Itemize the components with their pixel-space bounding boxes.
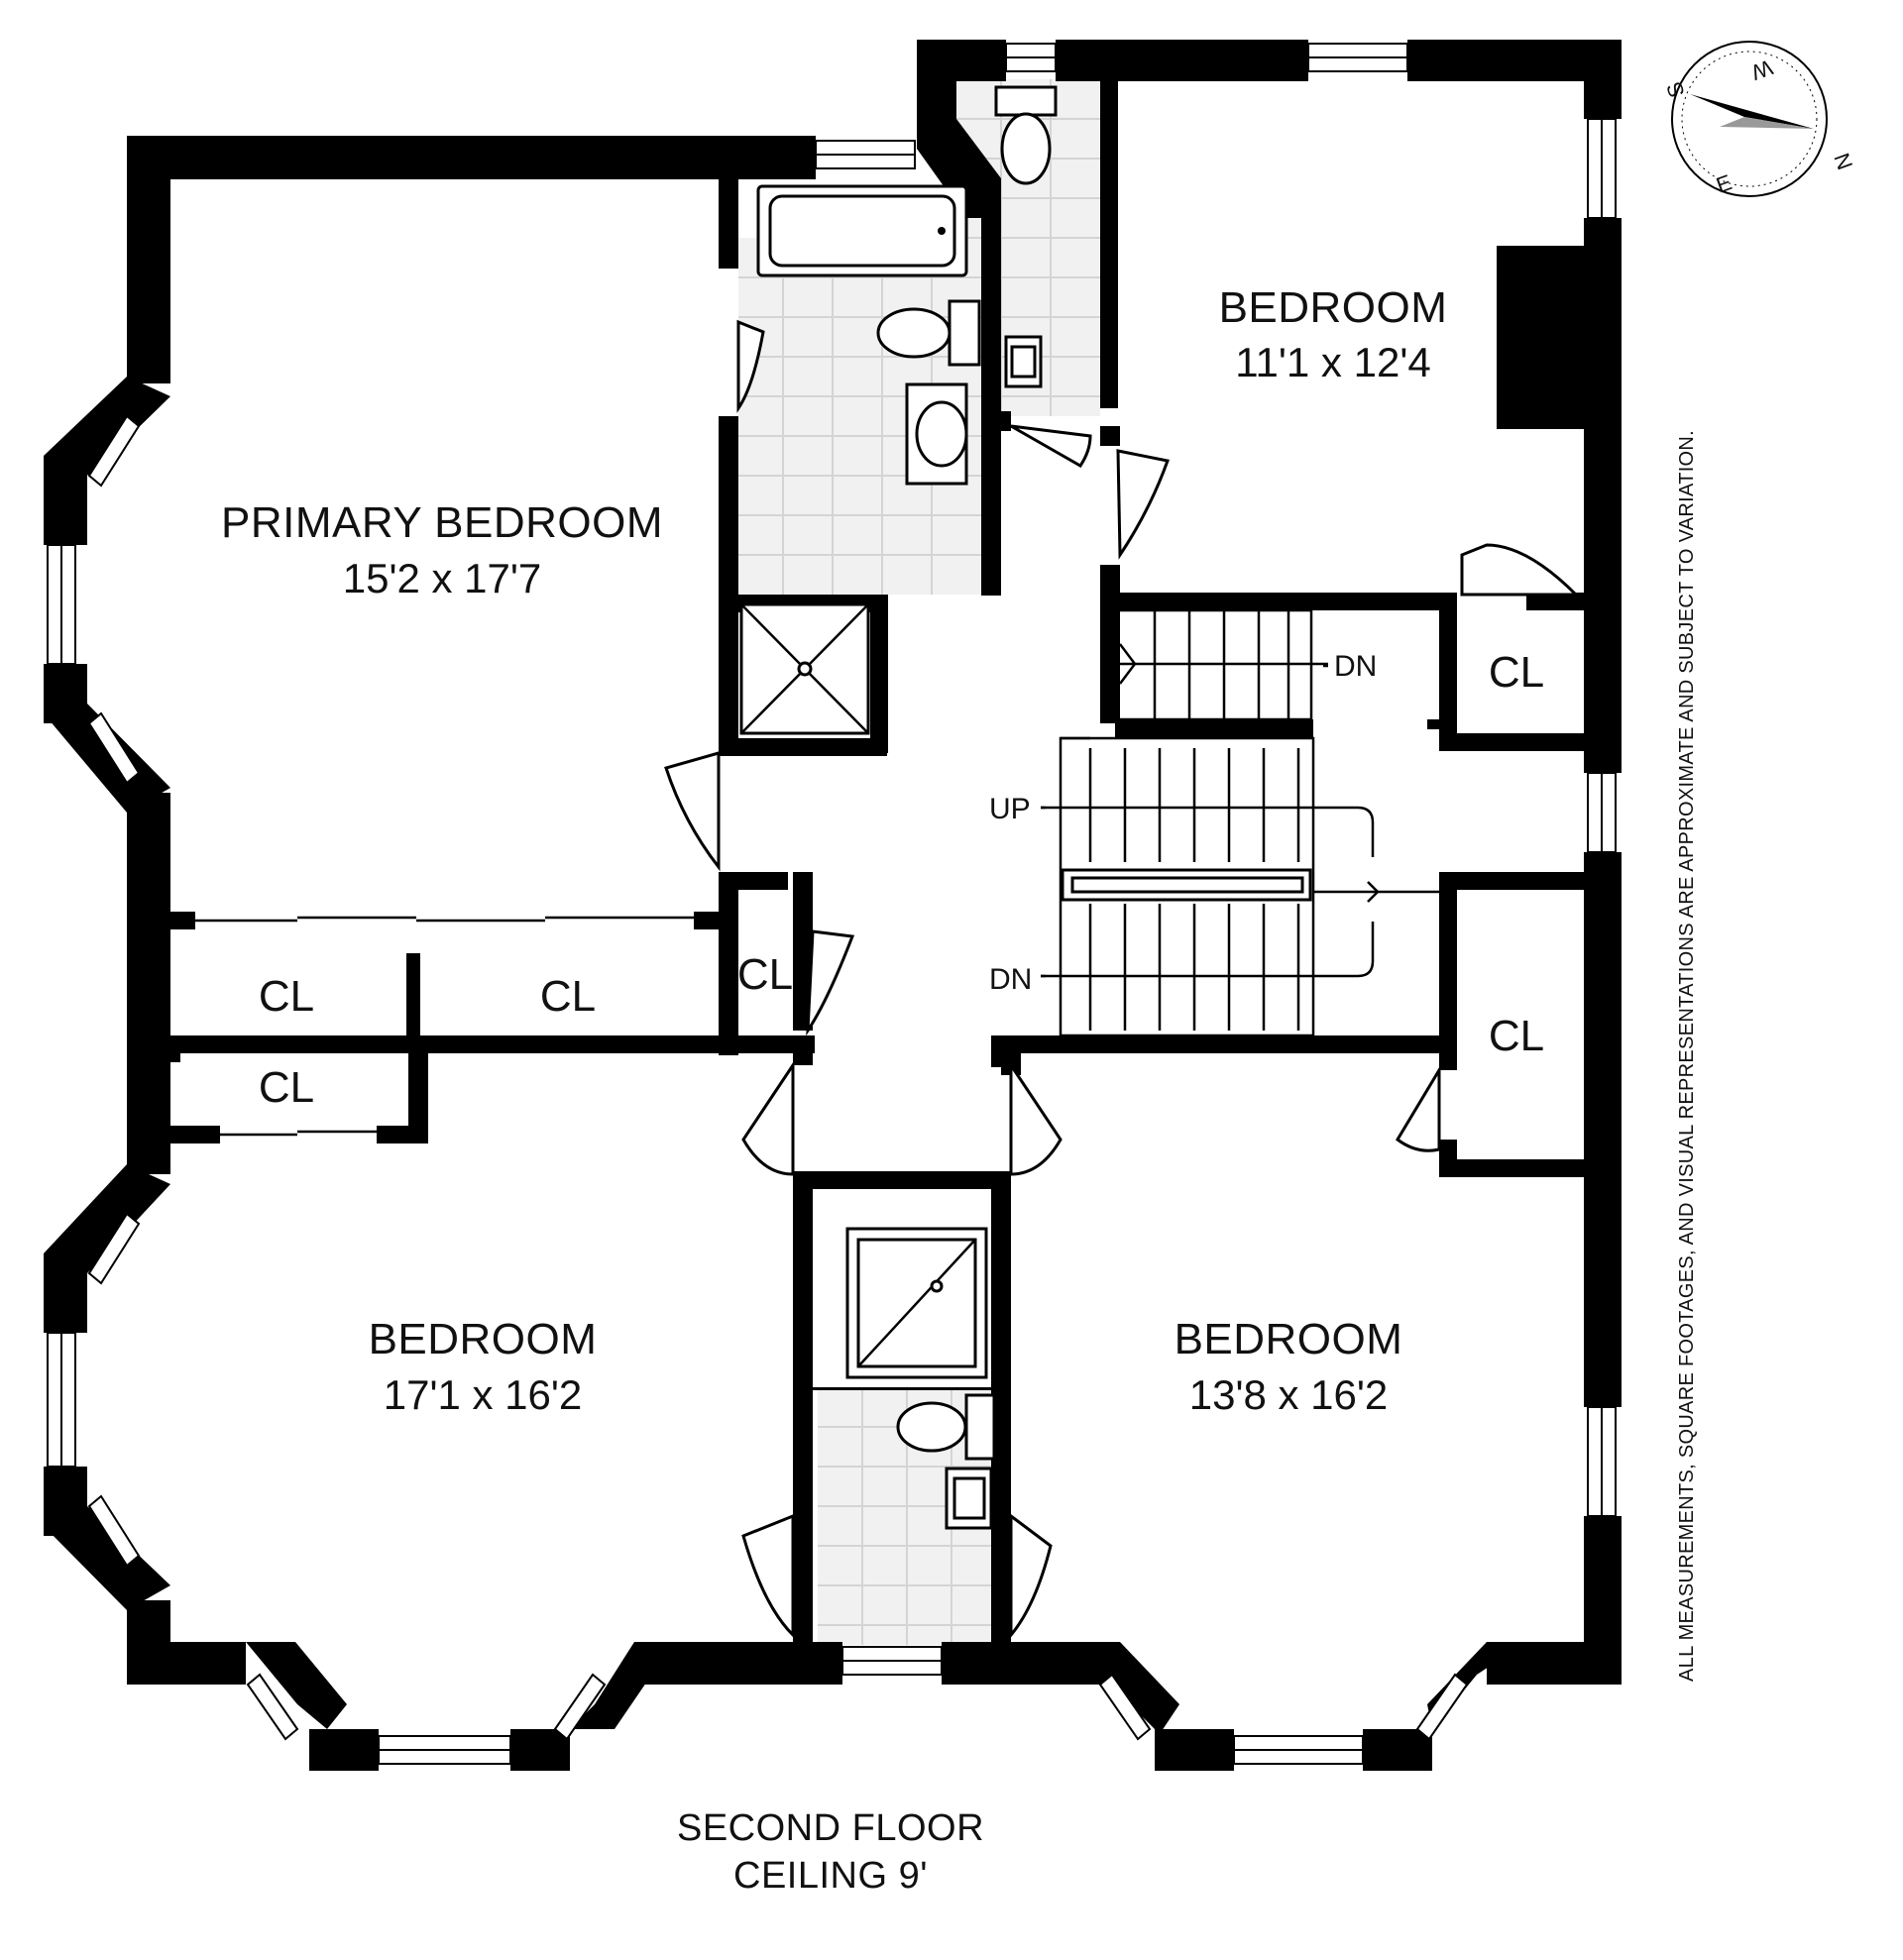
windows <box>47 43 1617 1765</box>
closet-label: CL <box>259 972 314 1021</box>
stair-up-label: UP <box>989 793 1031 825</box>
compass: N E S W <box>1661 41 1857 198</box>
stair-down-label: DN <box>989 963 1032 996</box>
closet-label: CL <box>737 950 793 999</box>
compass-needle <box>1690 94 1814 129</box>
interior-walls <box>170 81 1622 1642</box>
compass-n: N <box>1829 150 1857 172</box>
exterior-walls <box>44 40 1622 1771</box>
closet-label: CL <box>540 972 596 1021</box>
room-labels: PRIMARY BEDROOM 15'2 x 17'7 BEDROOM 11'1… <box>221 283 1447 1418</box>
bedroom-sw-name: BEDROOM <box>369 1315 598 1363</box>
plan-footer: SECOND FLOOR CEILING 9' <box>677 1807 984 1897</box>
disclaimer-text: ALL MEASUREMENTS, SQUARE FOOTAGES, AND V… <box>1676 430 1698 1682</box>
bedroom-se-dims: 13'8 x 16'2 <box>1189 1371 1389 1418</box>
closet-label: CL <box>1489 648 1544 697</box>
bedroom-sw-dims: 17'1 x 16'2 <box>384 1371 583 1418</box>
ceiling-height: CEILING 9' <box>733 1855 928 1897</box>
primary-bedroom-name: PRIMARY BEDROOM <box>221 498 663 547</box>
closet-label: CL <box>1489 1012 1544 1060</box>
bedroom-ne-name: BEDROOM <box>1219 283 1448 332</box>
doors <box>193 319 1580 1640</box>
stair-labels: DN UP DN <box>989 650 1377 996</box>
stair-down-label: DN <box>1334 650 1377 683</box>
fixtures <box>739 85 1058 1530</box>
bedroom-ne-dims: 11'1 x 12'4 <box>1235 339 1430 385</box>
compass-e: E <box>1713 169 1735 198</box>
floor-title: SECOND FLOOR <box>677 1807 984 1849</box>
bedroom-se-name: BEDROOM <box>1175 1315 1403 1363</box>
compass-w: W <box>1748 54 1776 85</box>
primary-bedroom-dims: 15'2 x 17'7 <box>343 555 542 601</box>
closet-label: CL <box>259 1063 314 1112</box>
stairs <box>1041 608 1447 1037</box>
closet-labels: CL CL CL CL CL CL <box>259 648 1544 1112</box>
